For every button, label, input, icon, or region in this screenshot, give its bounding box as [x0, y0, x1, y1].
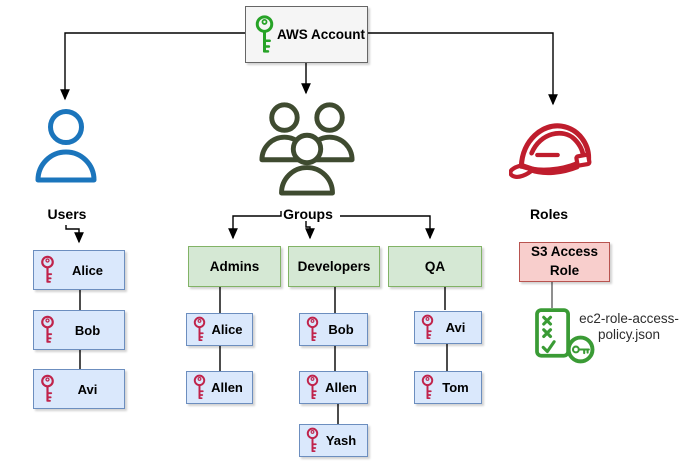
connector-groups-admins	[228, 211, 282, 240]
key-icon	[305, 316, 320, 343]
admins-member-allen: Allen	[186, 371, 253, 404]
connector-groups-qa	[340, 215, 435, 240]
group-name: Developers	[297, 259, 371, 274]
developers-member-allen: Allen	[299, 371, 368, 404]
connector-account-roles	[368, 32, 558, 106]
key-icon	[39, 374, 56, 404]
user-node-alice: Alice	[33, 250, 125, 290]
key-icon	[192, 316, 207, 343]
group-node-developers: Developers	[288, 246, 380, 287]
user-node-bob: Bob	[33, 310, 125, 350]
member-name: Tom	[442, 380, 469, 395]
key-icon	[39, 315, 56, 345]
connector-groups-developers	[305, 221, 315, 240]
user-name: Avi	[77, 381, 98, 397]
qa-member-tom: Tom	[414, 371, 482, 404]
group-name: Admins	[209, 259, 260, 274]
key-icon	[253, 14, 276, 56]
member-name: Allen	[325, 380, 357, 395]
member-name: Yash	[325, 433, 357, 448]
key-icon	[305, 427, 320, 454]
user-name: Bob	[74, 322, 101, 338]
aws-account-node: AWS Account	[245, 6, 368, 63]
user-group-icon	[253, 98, 361, 196]
policy-file-name: ec2-role-access-policy.json	[579, 311, 679, 343]
user-icon	[34, 106, 98, 184]
key-icon	[305, 374, 320, 401]
hard-hat-icon	[509, 114, 599, 183]
member-name: Alice	[211, 322, 243, 337]
qa-member-avi: Avi	[414, 311, 482, 344]
roles-section-label: Roles	[529, 206, 569, 222]
member-name: Bob	[328, 322, 354, 337]
key-icon	[420, 314, 435, 341]
admins-member-alice: Alice	[186, 313, 253, 346]
developers-member-bob: Bob	[299, 313, 368, 346]
developers-member-yash: Yash	[299, 424, 368, 457]
key-icon	[39, 255, 56, 285]
key-icon	[192, 374, 207, 401]
users-section-label: Users	[47, 206, 87, 222]
user-node-avi: Avi	[33, 369, 125, 409]
groups-section-label: Groups	[283, 206, 333, 222]
connector-account-users	[60, 32, 245, 101]
connector-users-alice	[65, 225, 84, 244]
member-name: Avi	[445, 320, 466, 335]
group-node-admins: Admins	[188, 246, 281, 287]
role-node-s3-access: S3 Access Role	[519, 242, 610, 282]
group-name: QA	[424, 259, 446, 274]
key-icon	[420, 374, 435, 401]
group-node-qa: QA	[388, 246, 482, 287]
role-name: S3 Access Role	[530, 244, 599, 278]
member-name: Allen	[211, 380, 243, 395]
aws-account-label: AWS Account	[277, 27, 366, 42]
user-name: Alice	[71, 262, 104, 278]
